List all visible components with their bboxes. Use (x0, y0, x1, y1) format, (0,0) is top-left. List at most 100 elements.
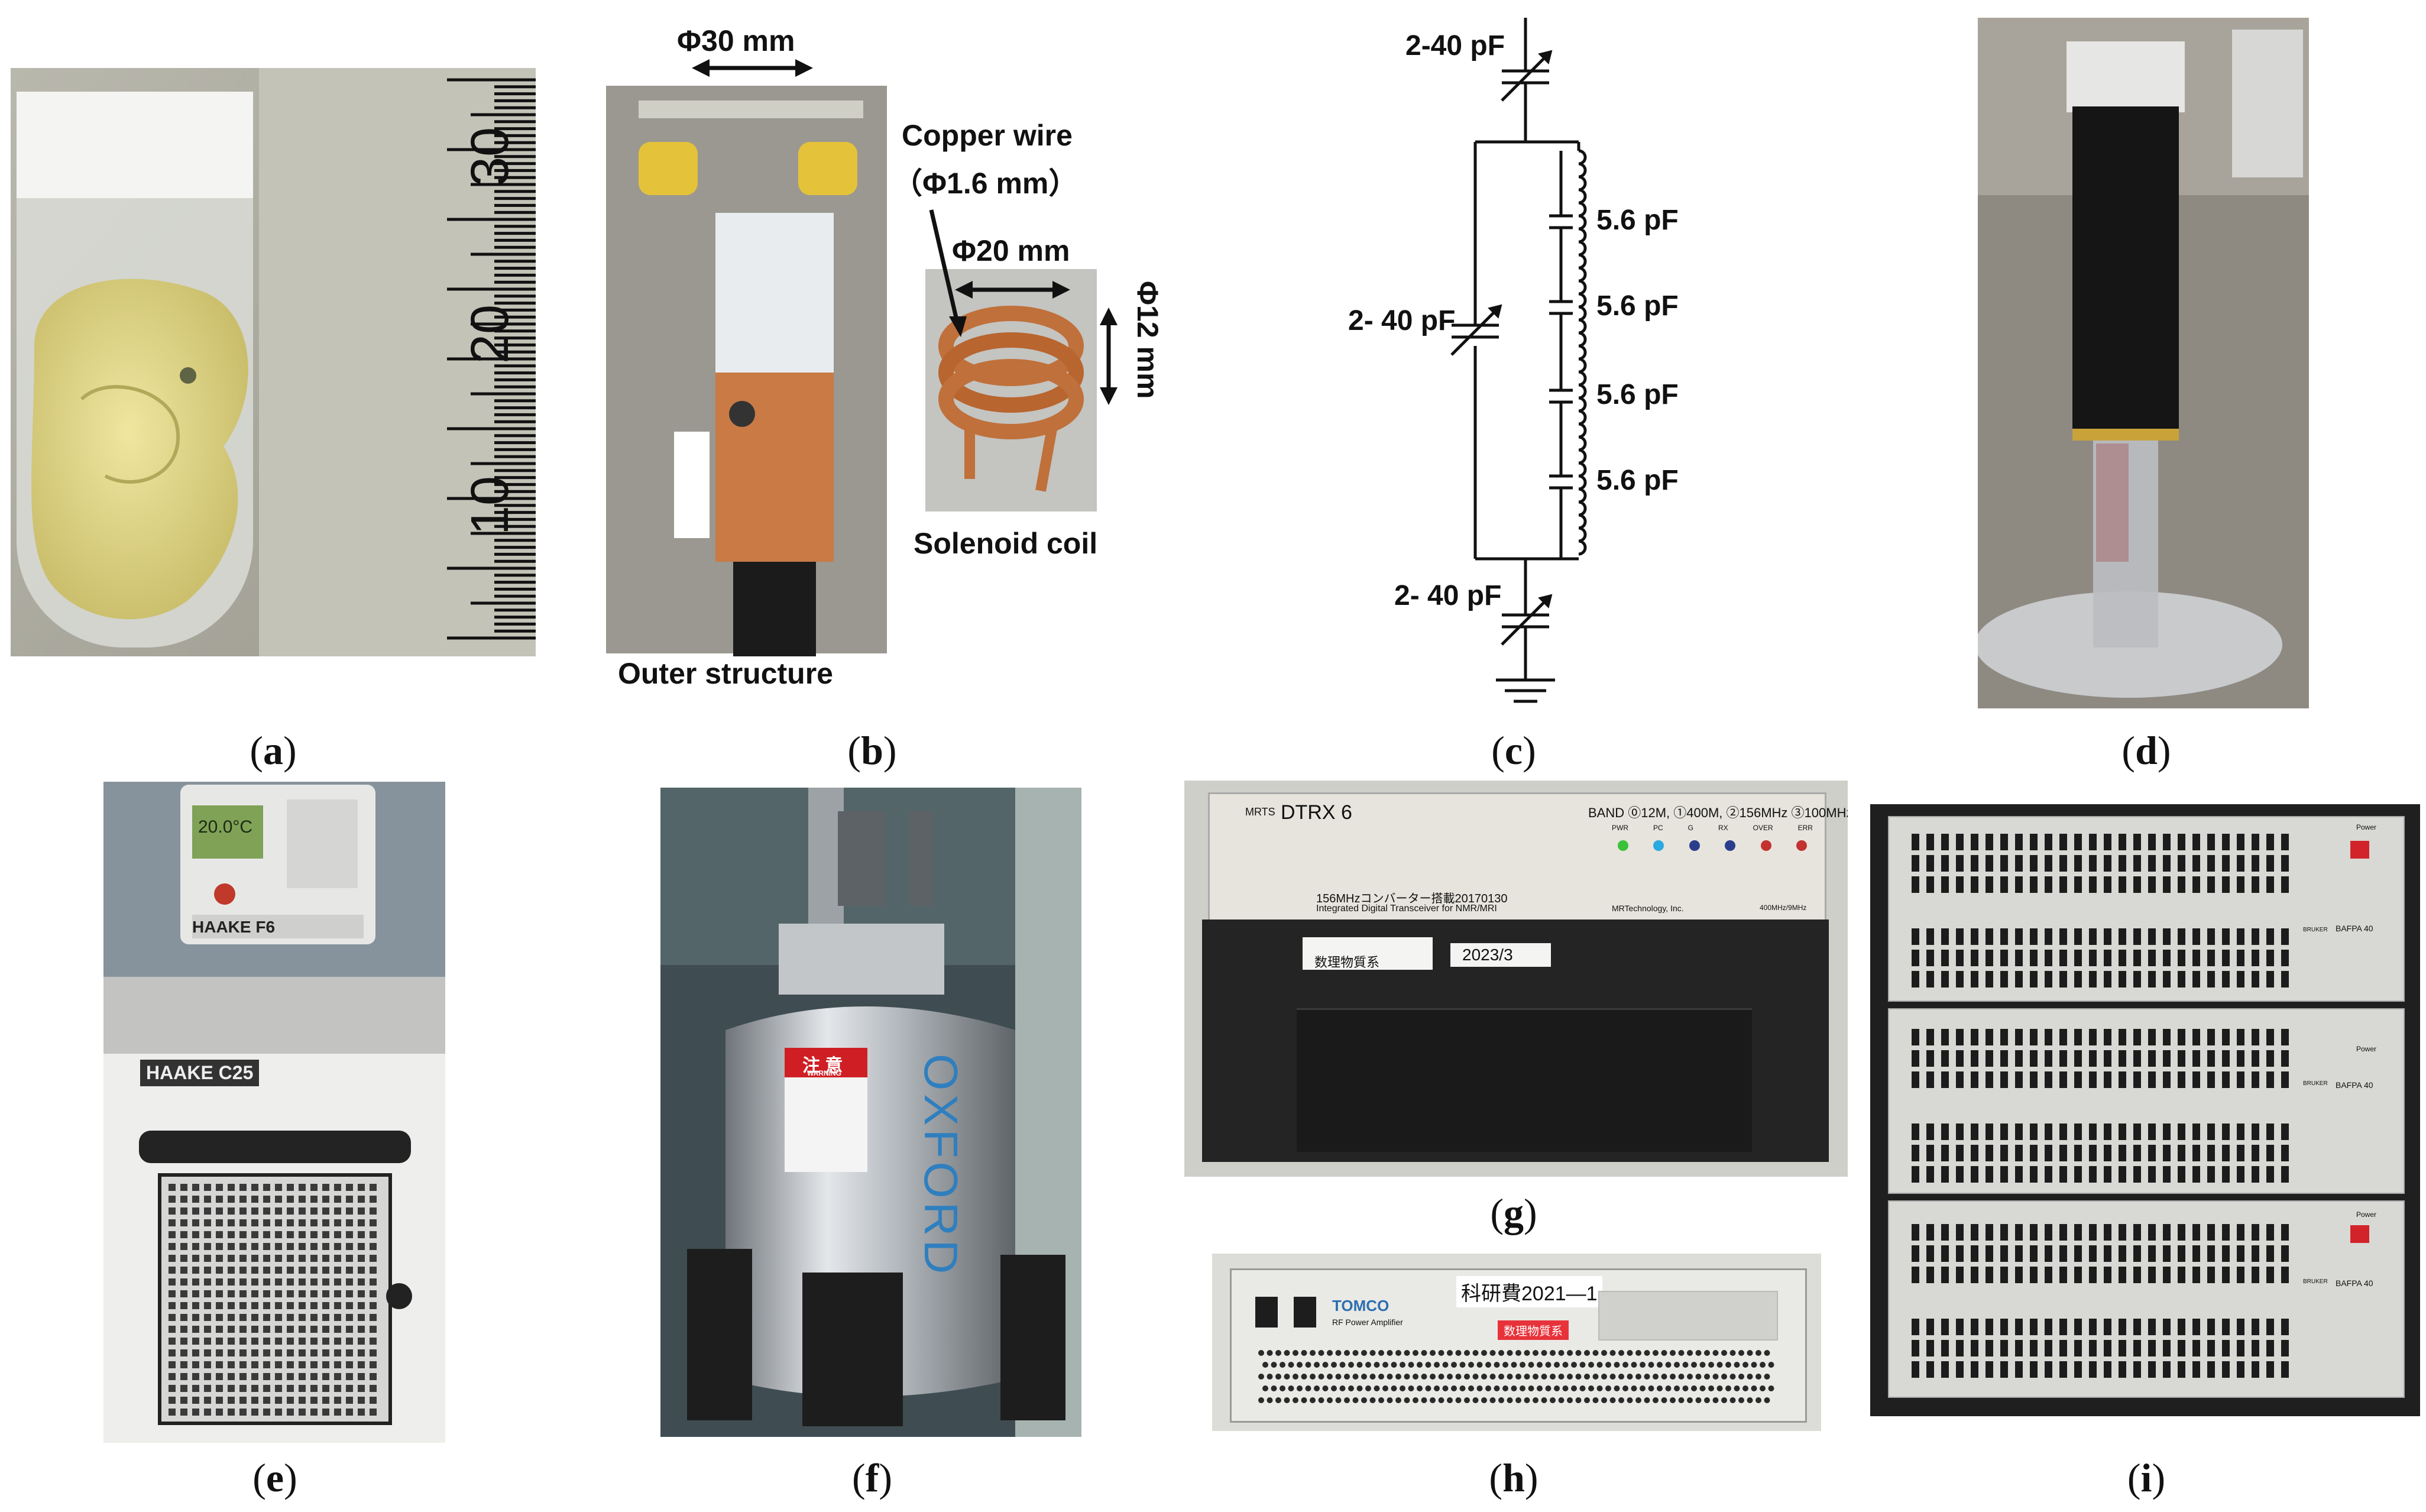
grille-hole (251, 1373, 258, 1380)
vent-slot (2000, 950, 2008, 966)
vent-hole (1721, 1350, 1727, 1356)
grille-hole (192, 1290, 199, 1297)
vent-slot (2252, 928, 2259, 945)
grille-hole (169, 1338, 176, 1345)
vent-hole (1588, 1362, 1594, 1368)
vent-slot (2148, 1071, 2156, 1088)
grille-hole (263, 1243, 270, 1250)
grille-hole (169, 1243, 176, 1250)
vent-slot (2000, 1050, 2008, 1067)
vent-hole (1760, 1385, 1766, 1391)
vent-hole (1335, 1350, 1342, 1356)
vent-slot (2163, 971, 2171, 988)
vent-slot (2104, 1267, 2111, 1283)
led-navy-2 (1725, 840, 1736, 851)
vent-slot (2207, 1224, 2215, 1241)
vent-slot (2207, 1050, 2215, 1067)
vent-slot (2266, 1050, 2274, 1067)
grille-hole (169, 1219, 176, 1226)
grille-hole (287, 1243, 294, 1250)
grille-hole (334, 1361, 341, 1368)
grille-hole (310, 1314, 318, 1321)
vent-slot (1986, 1145, 1993, 1161)
vent-slot (2030, 1361, 2038, 1378)
grille-hole (299, 1385, 306, 1392)
vent-slot (2059, 1166, 2067, 1183)
vent-hole (1687, 1397, 1693, 1403)
vent-hole (1648, 1385, 1654, 1391)
vent-hole (1562, 1385, 1569, 1391)
vent-hole (1558, 1397, 1565, 1403)
vent-slot (1971, 1361, 1978, 1378)
vent-slot (2074, 1245, 2082, 1262)
vent-slot (2252, 1050, 2259, 1067)
vent-slot (2000, 1267, 2008, 1283)
vent-slot (2237, 950, 2244, 966)
vent-hole (1524, 1350, 1530, 1356)
grille-hole (334, 1278, 341, 1286)
vent-hole (1687, 1374, 1693, 1380)
vent-slot (1926, 1124, 1934, 1140)
vent-slot (2266, 1267, 2274, 1283)
vent-hole (1288, 1385, 1294, 1391)
vent-hole (1661, 1350, 1667, 1356)
vent-hole (1670, 1374, 1676, 1380)
vent-slot (2059, 1050, 2067, 1067)
grille-hole (192, 1302, 199, 1309)
grille-hole (251, 1338, 258, 1345)
grille-hole (216, 1231, 223, 1238)
vent-slot (1926, 1267, 1934, 1283)
grille-hole (287, 1231, 294, 1238)
vent-slot (2192, 1071, 2200, 1088)
vent-slot (2252, 1166, 2259, 1183)
grille-hole (263, 1373, 270, 1380)
grille-hole (358, 1385, 365, 1392)
vent-slot (2252, 1319, 2259, 1335)
vent-hole (1447, 1350, 1453, 1356)
grille-hole (310, 1207, 318, 1215)
vent-hole (1524, 1374, 1530, 1380)
vent-hole (1596, 1385, 1603, 1391)
vent-slot (1971, 1245, 1978, 1262)
caption-a: (a) (250, 728, 297, 773)
vent-slot (2163, 855, 2171, 872)
vent-slot (2237, 855, 2244, 872)
grille-hole (275, 1409, 282, 1416)
grille-hole (251, 1397, 258, 1404)
vent-slot (2000, 1071, 2008, 1088)
vent-hole (1404, 1350, 1410, 1356)
vent-slot (2163, 1029, 2171, 1045)
vent-slot (2000, 876, 2008, 893)
maker-label: MRTechnology, Inc. (1612, 904, 1684, 913)
vent-slot (2074, 1124, 2082, 1140)
grille-hole (334, 1302, 341, 1309)
vent-slot (2059, 1071, 2067, 1088)
vent-slot (1912, 1361, 1919, 1378)
amp-unit-1: BAFPA 40 Power BRUKER (1888, 816, 2405, 1002)
vent-hole (1434, 1362, 1440, 1368)
vent-hole (1653, 1374, 1659, 1380)
grille-hole (204, 1196, 211, 1203)
vent-hole (1721, 1397, 1727, 1403)
grille-hole (299, 1243, 306, 1250)
grille-hole (180, 1278, 187, 1286)
vent-hole (1400, 1362, 1405, 1368)
grille-hole (228, 1338, 235, 1345)
vent-hole (1584, 1374, 1590, 1380)
indicator-err: ERR (1797, 824, 1813, 832)
grille-hole (322, 1409, 329, 1416)
vent-slot (2237, 971, 2244, 988)
vent-hole (1374, 1362, 1380, 1368)
vent-hole (1567, 1397, 1573, 1403)
vent-slot (2030, 1340, 2038, 1356)
vent-hole (1310, 1350, 1316, 1356)
vent-slot (2045, 1071, 2052, 1088)
vent-hole (1293, 1397, 1298, 1403)
vent-slot (1971, 928, 1978, 945)
vent-hole (1729, 1374, 1736, 1380)
vent-slot (2059, 1245, 2067, 1262)
vent-hole (1704, 1374, 1710, 1380)
vent-slot (1971, 1224, 1978, 1241)
vent-slot (2119, 1224, 2126, 1241)
vent-slot (2074, 1145, 2082, 1161)
